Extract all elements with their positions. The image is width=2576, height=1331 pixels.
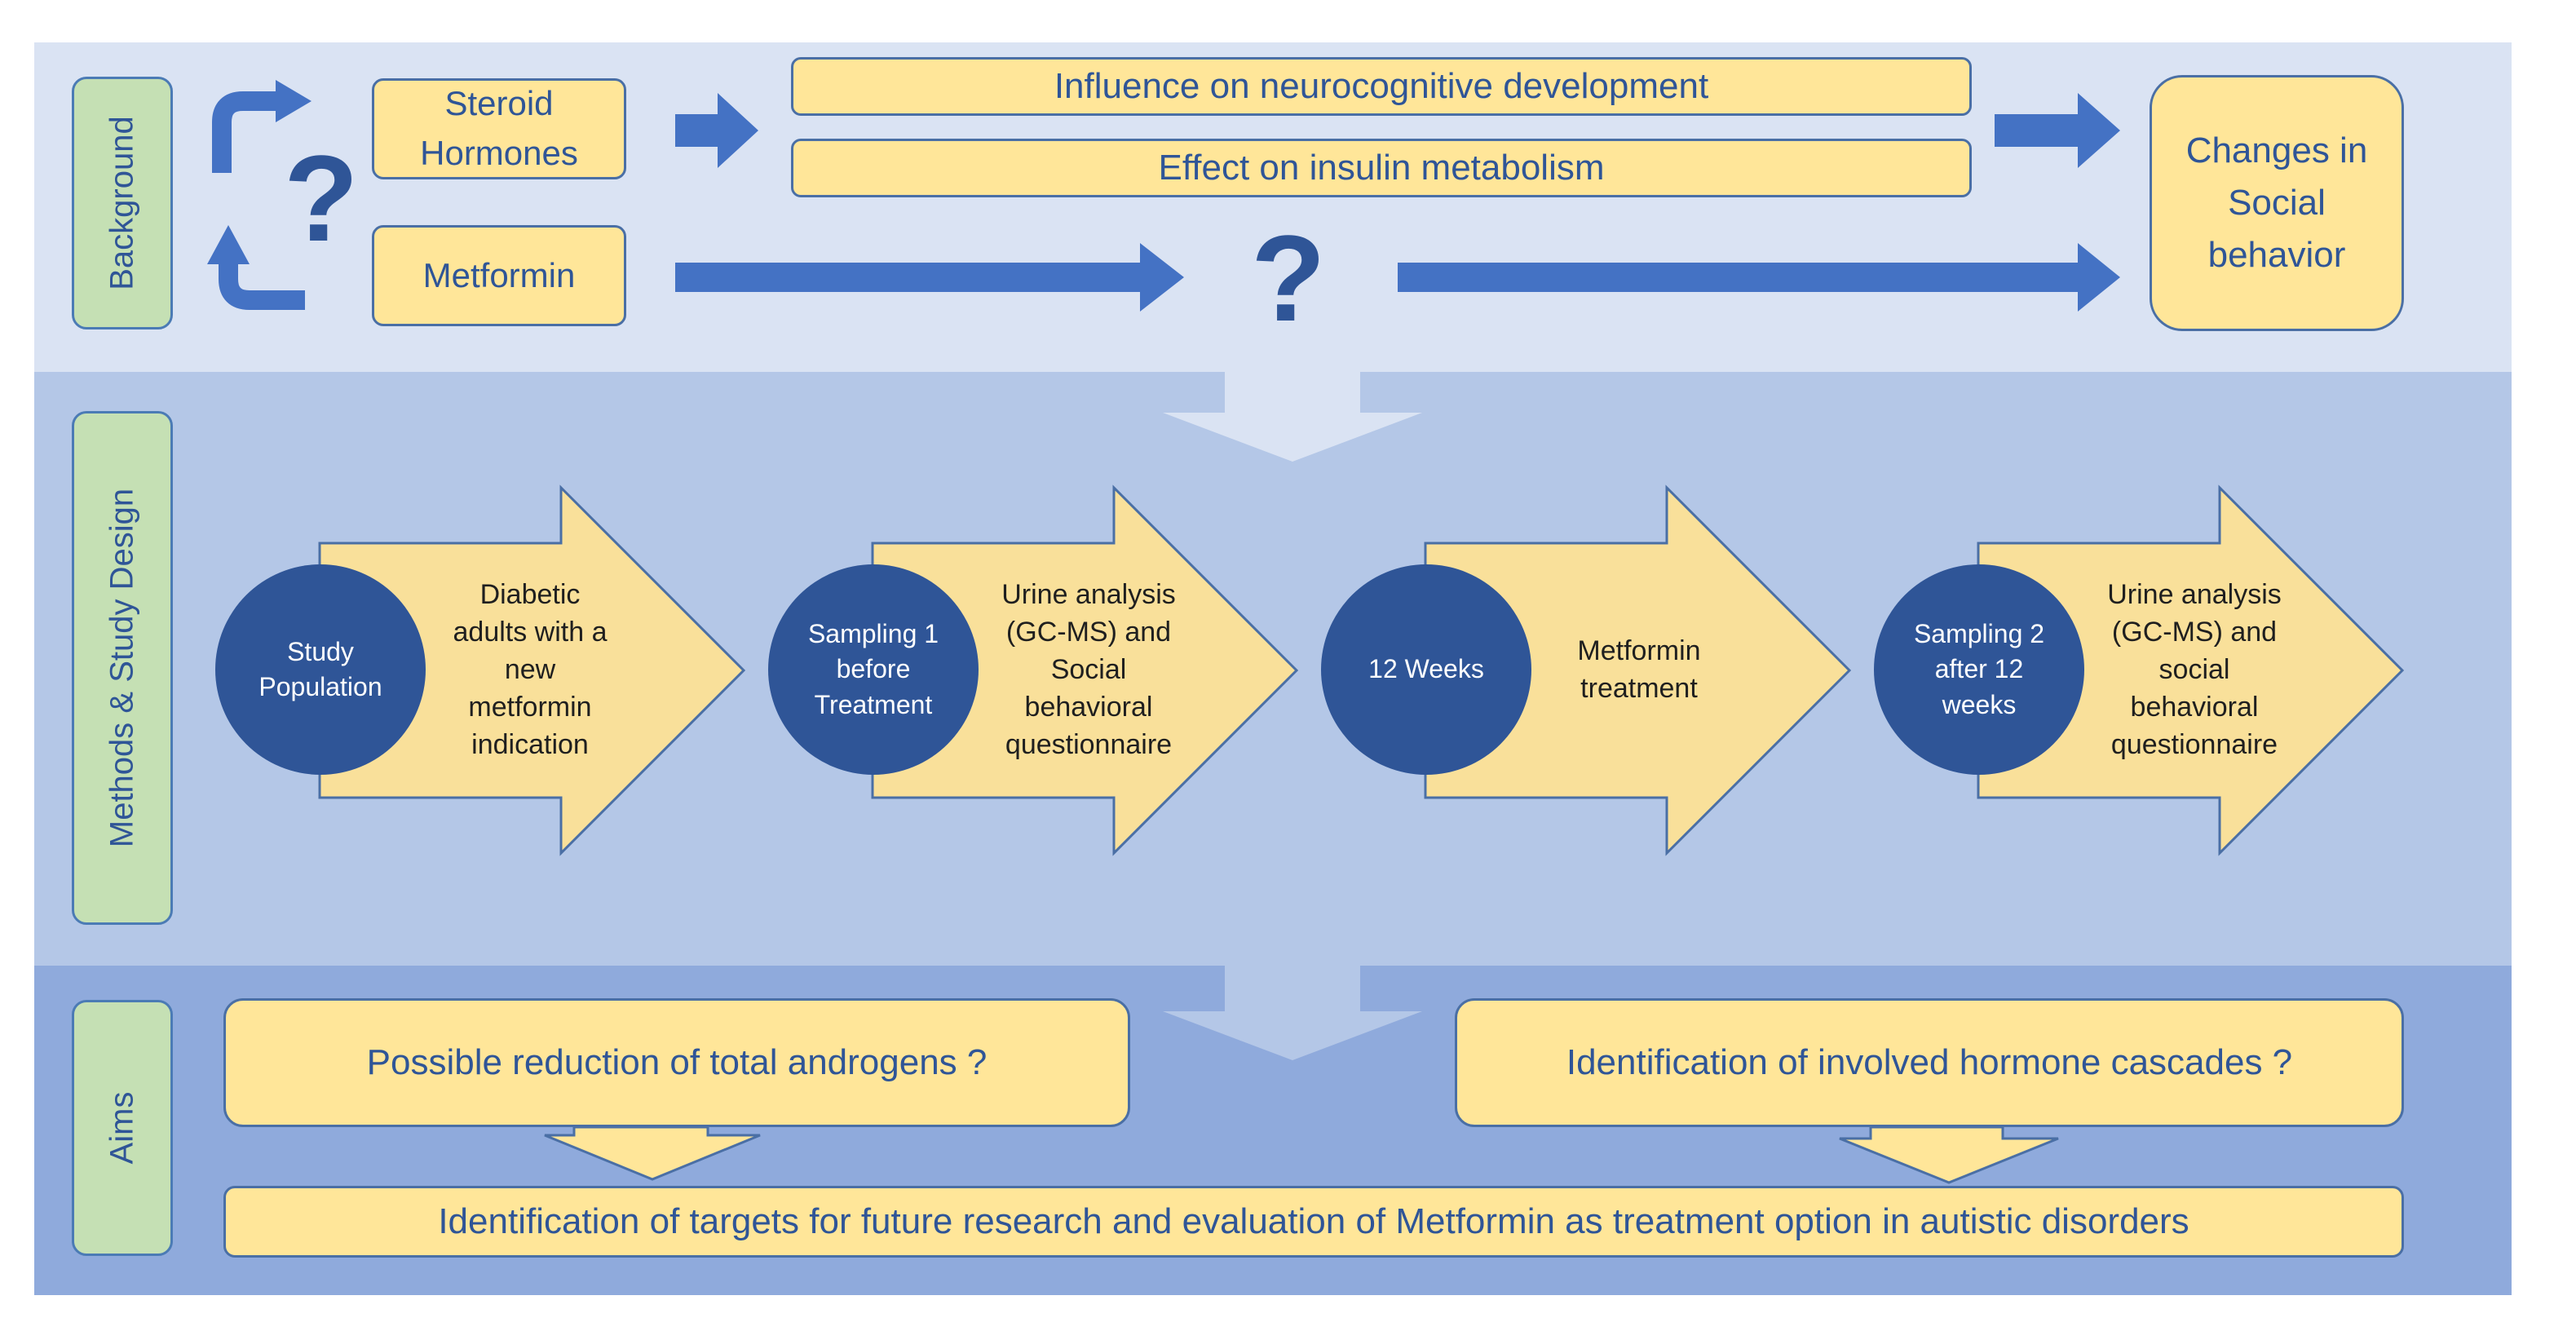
- step-circle-12-weeks: 12 Weeks: [1321, 564, 1531, 775]
- metformin-box: Metformin: [372, 225, 626, 326]
- question-mark-middle: ?: [1251, 210, 1326, 347]
- step-arrow-1: [318, 484, 746, 856]
- feedback-arrow-down: [219, 263, 305, 310]
- methods-label: Methods & Study Design: [104, 488, 140, 848]
- step-text-4: Urine analysis (GC-MS) and social behavi…: [2084, 564, 2304, 776]
- feedback-arrow-up-head: [276, 80, 312, 122]
- aim-bottom-box: Identification of targets for future res…: [223, 1186, 2404, 1258]
- aim-left-text: Possible reduction of total androgens ?: [366, 1042, 988, 1083]
- step-text-content: Diabetic adults with a new metformin ind…: [453, 579, 608, 760]
- arrow-question-to-changes: [1398, 243, 2120, 312]
- side-label-background: Background: [72, 77, 173, 329]
- arrow-steroid-to-effects: [675, 93, 758, 168]
- step-circle-text: Sampling 2 after 12 weeks: [1913, 619, 2045, 719]
- feedback-arrow-up: [212, 91, 277, 173]
- aim-bottom-text: Identification of targets for future res…: [438, 1201, 2189, 1242]
- step-circle-study-population: Study Population: [215, 564, 426, 775]
- aims-arrow-right: [1839, 1125, 2059, 1184]
- arrow-effects-to-changes: [1995, 93, 2120, 168]
- insulin-box: Effect on insulin metabolism: [791, 139, 1972, 197]
- aim-left-box: Possible reduction of total androgens ?: [223, 998, 1130, 1127]
- step-text-1: Diabetic adults with a new metformin ind…: [432, 564, 628, 776]
- question-mark-left: ?: [284, 130, 359, 267]
- aim-right-text: Identification of involved hormone casca…: [1566, 1042, 2293, 1083]
- step-arrow-3: [1424, 484, 1852, 856]
- aims-arrow-left: [544, 1125, 761, 1181]
- feedback-arrow-down-head: [207, 225, 250, 264]
- step-circle-sampling-1: Sampling 1 before Treatment: [768, 564, 979, 775]
- metformin-text: Metformin: [422, 255, 576, 294]
- step-circle-text: 12 Weeks: [1368, 654, 1484, 684]
- background-label: Background: [104, 116, 140, 290]
- arrow-metformin-to-question: [675, 243, 1184, 312]
- steroid-hormones-box: Steroid Hormones: [372, 78, 626, 179]
- section-down-arrow-1: [1163, 372, 1422, 462]
- steroid-hormones-text: Steroid Hormones: [420, 84, 578, 172]
- neurocognitive-text: Influence on neurocognitive development: [1054, 66, 1709, 107]
- step-circle-text: Sampling 1 before Treatment: [807, 619, 939, 719]
- aims-label: Aims: [104, 1091, 140, 1165]
- section-down-arrow-2: [1163, 966, 1422, 1060]
- step-circle-sampling-2: Sampling 2 after 12 weeks: [1874, 564, 2084, 775]
- side-label-methods: Methods & Study Design: [72, 411, 173, 925]
- step-text-3: Metformin treatment: [1533, 564, 1745, 776]
- side-label-aims: Aims: [72, 1000, 173, 1256]
- changes-text: Changes in Social behavior: [2185, 130, 2368, 275]
- insulin-text: Effect on insulin metabolism: [1158, 148, 1605, 188]
- step-circle-text: Study Population: [258, 636, 382, 701]
- step-arrow-4: [1977, 484, 2405, 856]
- neurocognitive-box: Influence on neurocognitive development: [791, 57, 1972, 116]
- step-text-content: Metformin treatment: [1577, 635, 1701, 704]
- step-text-content: Urine analysis (GC-MS) and Social behavi…: [1001, 579, 1176, 760]
- step-arrow-2: [871, 484, 1299, 856]
- step-text-content: Urine analysis (GC-MS) and social behavi…: [2107, 579, 2282, 760]
- changes-box: Changes in Social behavior: [2150, 75, 2404, 331]
- step-text-2: Urine analysis (GC-MS) and Social behavi…: [979, 564, 1199, 776]
- aim-right-box: Identification of involved hormone casca…: [1455, 998, 2404, 1127]
